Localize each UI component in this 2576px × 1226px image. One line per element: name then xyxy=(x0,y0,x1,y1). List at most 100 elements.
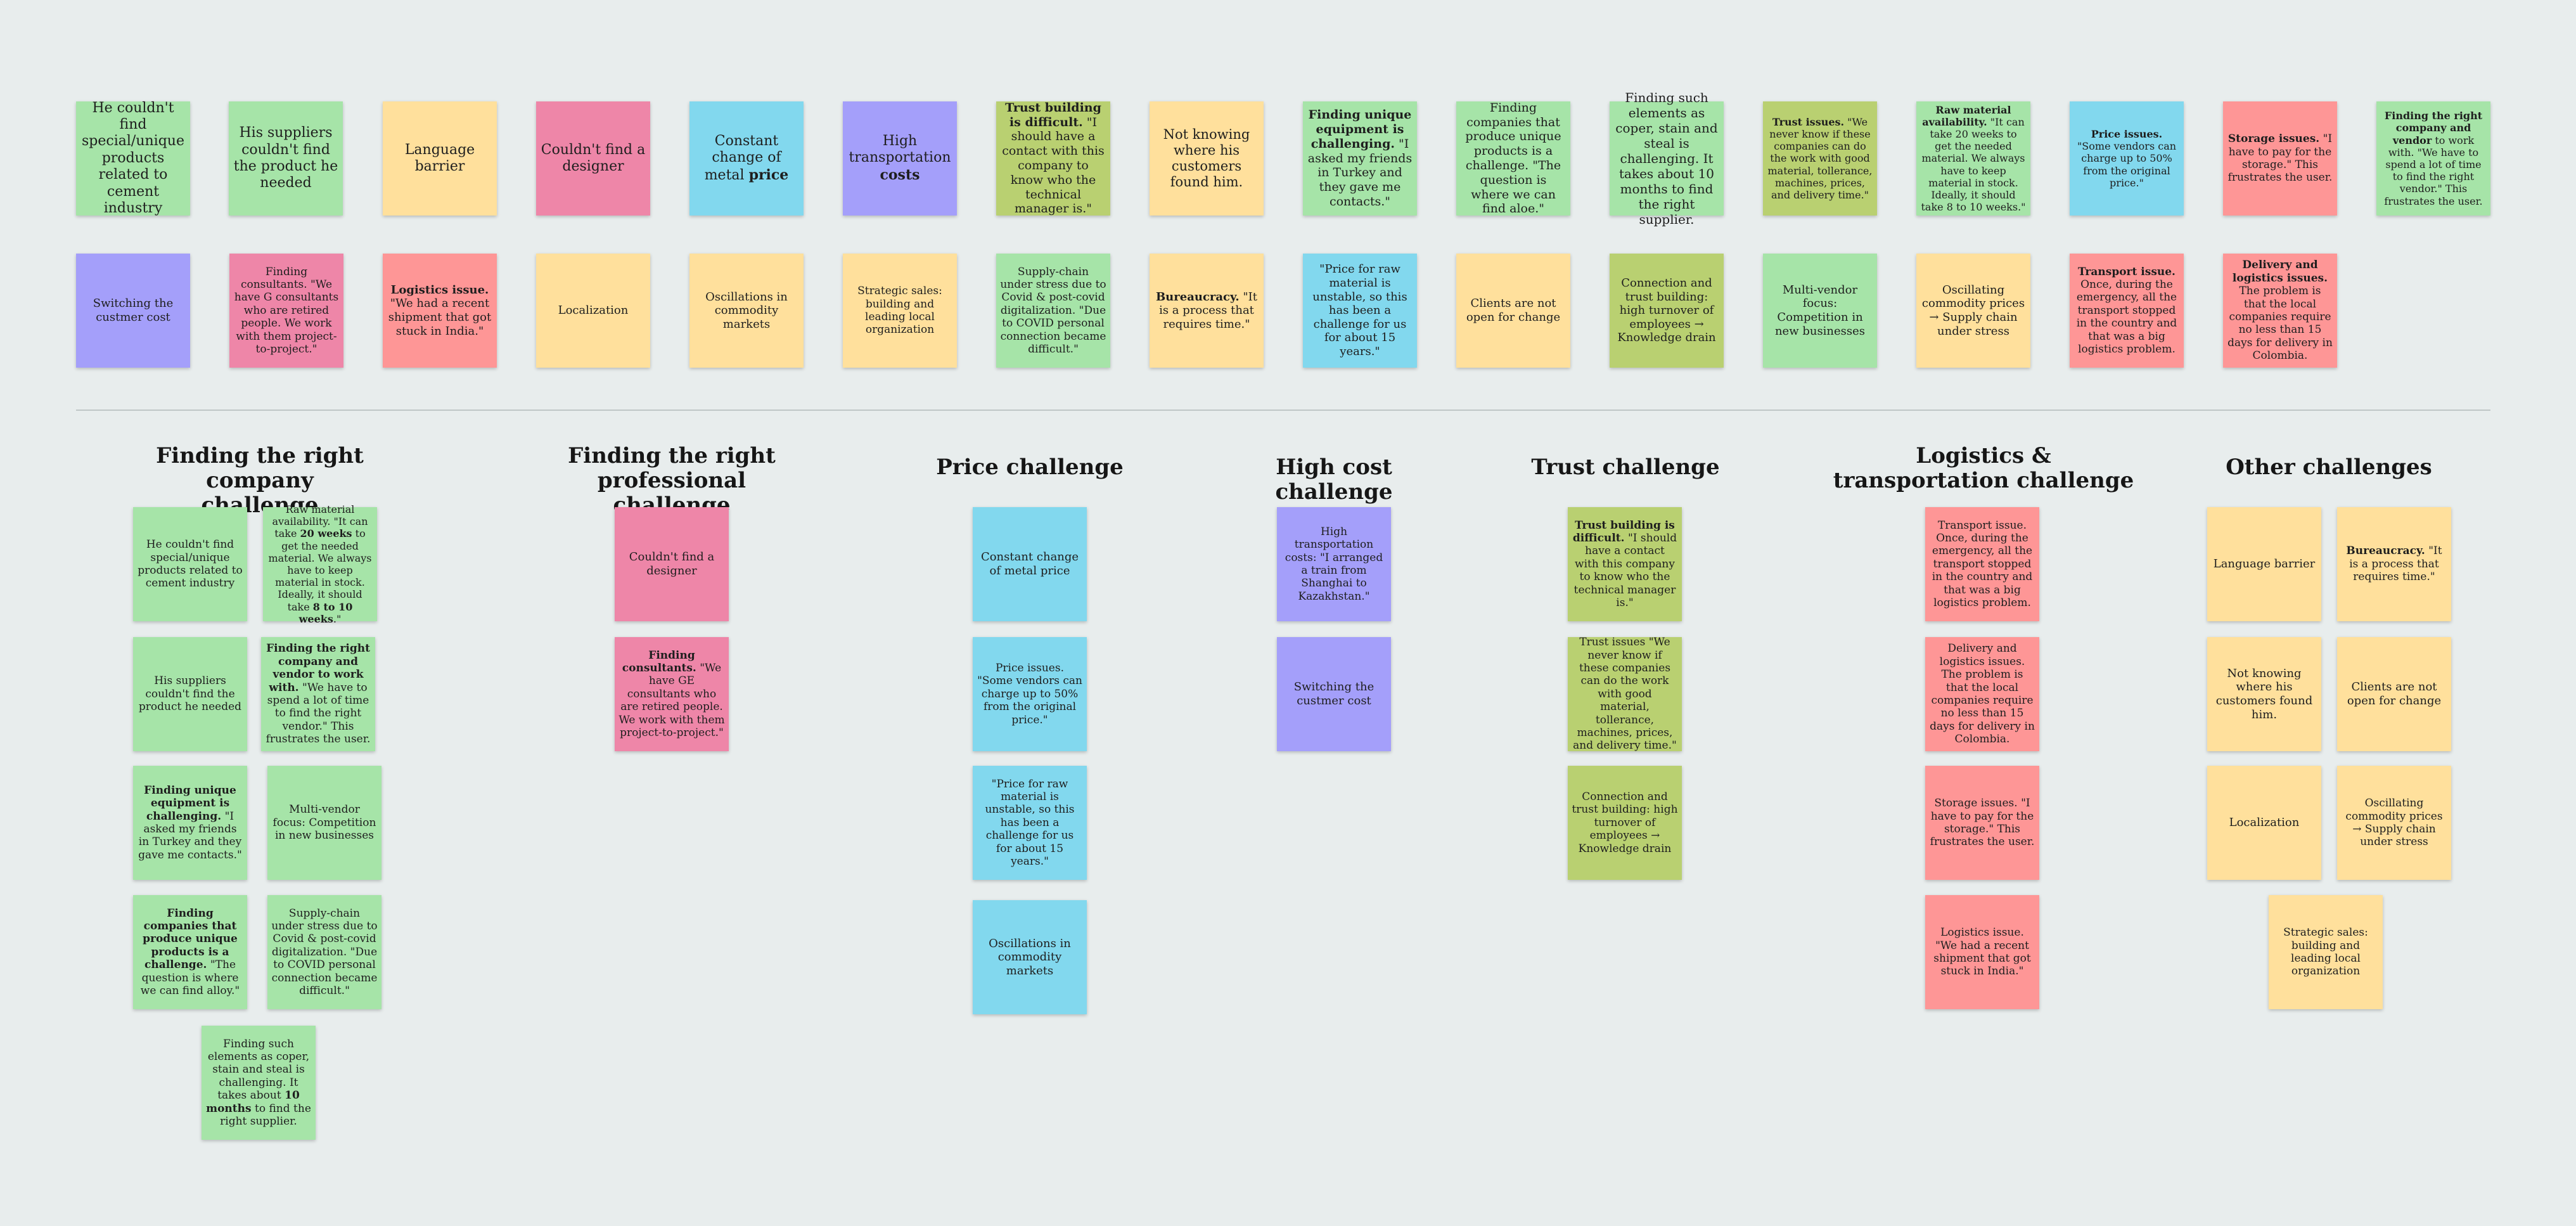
sticky-note[interactable]: Storage issues. "I have to pay for the s… xyxy=(2223,101,2337,216)
sticky-note[interactable]: Bureaucracy. "It is a process that requi… xyxy=(2337,507,2451,621)
sticky-note[interactable]: Strategic sales: building and leading lo… xyxy=(2269,895,2383,1009)
sticky-note-text: Multi-vendor focus: Competition in new b… xyxy=(272,803,376,842)
sticky-note[interactable]: Supply-chain under stress due to Covid &… xyxy=(267,895,381,1009)
sticky-note[interactable]: Supply-chain under stress due to Covid &… xyxy=(996,254,1110,368)
cluster-title-other: Other challenges xyxy=(2226,455,2432,480)
sticky-note-text: Multi-vendor focus: Competition in new b… xyxy=(1774,283,1866,338)
sticky-note-text: Storage issues. "I have to pay for the s… xyxy=(2227,132,2333,184)
sticky-note[interactable]: Trust building is difficult. "I should h… xyxy=(996,101,1110,216)
sticky-note-text: His suppliers couldn't find the product … xyxy=(233,125,338,191)
sticky-note[interactable]: "Price for raw material is unstable, so … xyxy=(1303,254,1417,368)
sticky-note-text: He couldn't find special/unique products… xyxy=(82,100,184,216)
sticky-note[interactable]: Oscillations in commodity markets xyxy=(689,254,804,368)
sticky-note-text: Finding companies that produce unique pr… xyxy=(140,907,240,997)
sticky-note-text: Trust building is difficult. "I should h… xyxy=(1002,100,1105,216)
sticky-note-text: Couldn't find a designer xyxy=(629,550,715,578)
sticky-note-text: Not knowing where his customers found hi… xyxy=(1163,126,1250,190)
sticky-note[interactable]: Logistics issue. "We had a recent shipme… xyxy=(1925,895,2039,1009)
sticky-note[interactable]: Language barrier xyxy=(383,101,497,216)
sticky-note-text: Trust building is difficult. "I should h… xyxy=(1572,519,1677,609)
sticky-note[interactable]: Bureaucracy. "It is a process that requi… xyxy=(1150,254,1264,368)
sticky-note[interactable]: Finding such elements as coper, stain an… xyxy=(202,1026,316,1140)
sticky-note[interactable]: High transportation costs xyxy=(843,101,957,216)
sticky-note[interactable]: Couldn't find a designer xyxy=(615,507,729,621)
sticky-note[interactable]: Transport issue. Once, during the emerge… xyxy=(1925,507,2039,621)
sticky-note-text: Storage issues. "I have to pay for the s… xyxy=(1930,797,2035,849)
sticky-note[interactable]: Trust building is difficult. "I should h… xyxy=(1568,507,1682,621)
sticky-note[interactable]: Raw material availability. "It can take … xyxy=(1916,101,2030,216)
sticky-note[interactable]: Logistics issue. "We had a recent shipme… xyxy=(383,254,497,368)
sticky-note[interactable]: Finding unique equipment is challenging.… xyxy=(1303,101,1417,216)
sticky-note-text: Price issues. "Some vendors can charge u… xyxy=(2077,128,2177,189)
sticky-note[interactable]: Trust issues "We never know if these com… xyxy=(1568,636,1682,752)
sticky-note[interactable]: Finding consultants. "We have G consulta… xyxy=(229,254,343,368)
sticky-note-text: Strategic sales: building and leading lo… xyxy=(2283,926,2368,978)
sticky-note[interactable]: "Price for raw material is unstable, so … xyxy=(973,766,1087,880)
cluster-title-trust: Trust challenge xyxy=(1531,455,1720,480)
sticky-note[interactable]: Clients are not open for change xyxy=(2337,637,2451,751)
sticky-note[interactable]: Finding unique equipment is challenging.… xyxy=(133,766,247,880)
sticky-note[interactable]: Storage issues. "I have to pay for the s… xyxy=(1925,766,2039,880)
sticky-note-text: Finding the right company and vendor to … xyxy=(266,642,371,746)
sticky-note-text: Delivery and logistics issues. The probl… xyxy=(2227,259,2333,363)
sticky-note-text: Connection and trust building: high turn… xyxy=(1572,790,1678,855)
sticky-note-text: Raw material availability. "It can take … xyxy=(1921,103,2026,214)
sticky-note[interactable]: Finding consultants. "We have GE consult… xyxy=(615,637,729,751)
sticky-note-text: Transport issue. Once, during the emerge… xyxy=(2076,265,2177,356)
sticky-note-text: Clients are not open for change xyxy=(1466,297,1561,324)
sticky-note-text: Finding such elements as coper, stain an… xyxy=(1615,90,1718,227)
sticky-note[interactable]: Oscillations in commodity markets xyxy=(973,900,1087,1014)
sticky-note-text: Raw material availability. "It can take … xyxy=(268,503,372,625)
sticky-note[interactable]: Couldn't find a designer xyxy=(536,101,650,216)
sticky-note-text: Connection and trust building: high turn… xyxy=(1617,276,1716,345)
sticky-note[interactable]: Not knowing where his customers found hi… xyxy=(2207,637,2321,751)
sticky-note[interactable]: Finding the right company and vendor to … xyxy=(2376,101,2490,216)
sticky-note[interactable]: Oscillating commodity prices → Supply ch… xyxy=(1916,254,2030,368)
sticky-note[interactable]: Delivery and logistics issues. The probl… xyxy=(2223,254,2337,368)
sticky-note[interactable]: Language barrier xyxy=(2207,507,2321,621)
sticky-note[interactable]: Strategic sales: building and leading lo… xyxy=(843,254,957,368)
sticky-note[interactable]: Clients are not open for change xyxy=(1456,254,1570,368)
sticky-note[interactable]: Connection and trust building: high turn… xyxy=(1568,766,1682,880)
sticky-note-text: Couldn't find a designer xyxy=(541,141,646,174)
sticky-note[interactable]: Localization xyxy=(2207,766,2321,880)
sticky-note-text: "Price for raw material is unstable, so … xyxy=(1312,262,1407,358)
sticky-note-text: Supply-chain under stress due to Covid &… xyxy=(271,907,378,997)
sticky-note[interactable]: Constant change of metal price xyxy=(973,507,1087,621)
sticky-note-text: His suppliers couldn't find the product … xyxy=(138,674,242,714)
sticky-note-text: Price issues. "Some vendors can charge u… xyxy=(977,662,1082,726)
sticky-note[interactable]: High transportation costs: "I arranged a… xyxy=(1277,507,1391,621)
sticky-note[interactable]: His suppliers couldn't find the product … xyxy=(229,101,343,216)
sticky-note[interactable]: He couldn't find special/unique products… xyxy=(133,507,247,621)
sticky-note[interactable]: Multi-vendor focus: Competition in new b… xyxy=(267,766,381,880)
sticky-note[interactable]: Localization xyxy=(536,254,650,368)
sticky-note[interactable]: Constant change of metal price xyxy=(689,101,804,216)
sticky-note-text: Finding such elements as coper, stain an… xyxy=(206,1037,311,1128)
sticky-note[interactable]: Finding companies that produce unique pr… xyxy=(133,895,247,1009)
sticky-note[interactable]: Price issues. "Some vendors can charge u… xyxy=(2070,101,2184,216)
sticky-note[interactable]: Connection and trust building: high turn… xyxy=(1610,254,1724,368)
sticky-note[interactable]: Finding the right company and vendor to … xyxy=(261,637,375,751)
sticky-note-text: Localization xyxy=(558,304,629,318)
sticky-note-text: High transportation costs xyxy=(849,132,951,183)
sticky-note[interactable]: Not knowing where his customers found hi… xyxy=(1150,101,1264,216)
sticky-note[interactable]: Switching the custmer cost xyxy=(1277,637,1391,751)
sticky-note[interactable]: He couldn't find special/unique products… xyxy=(76,100,190,216)
sticky-note[interactable]: Delivery and logistics issues. The probl… xyxy=(1925,637,2039,751)
sticky-note[interactable]: Finding such elements as coper, stain an… xyxy=(1610,90,1724,227)
sticky-note[interactable]: Price issues. "Some vendors can charge u… xyxy=(973,637,1087,751)
sticky-note-text: Finding companies that produce unique pr… xyxy=(1465,100,1561,216)
sticky-note[interactable]: Trust issues. "We never know if these co… xyxy=(1763,101,1877,216)
sticky-note[interactable]: Oscillating commodity prices → Supply ch… xyxy=(2337,766,2451,880)
sticky-note-text: Clients are not open for change xyxy=(2347,680,2442,707)
sticky-note-text: He couldn't find special/unique products… xyxy=(138,538,243,590)
sticky-note-text: Finding unique equipment is challenging.… xyxy=(1307,108,1413,209)
sticky-note[interactable]: Multi-vendor focus: Competition in new b… xyxy=(1763,254,1877,368)
sticky-note[interactable]: Transport issue. Once, during the emerge… xyxy=(2070,254,2184,368)
sticky-note[interactable]: Finding companies that produce unique pr… xyxy=(1456,101,1570,216)
sticky-note[interactable]: His suppliers couldn't find the product … xyxy=(133,637,247,751)
section-divider xyxy=(76,410,2490,411)
sticky-note[interactable]: Switching the custmer cost xyxy=(76,254,190,368)
sticky-note[interactable]: Raw material availability. "It can take … xyxy=(263,503,377,625)
